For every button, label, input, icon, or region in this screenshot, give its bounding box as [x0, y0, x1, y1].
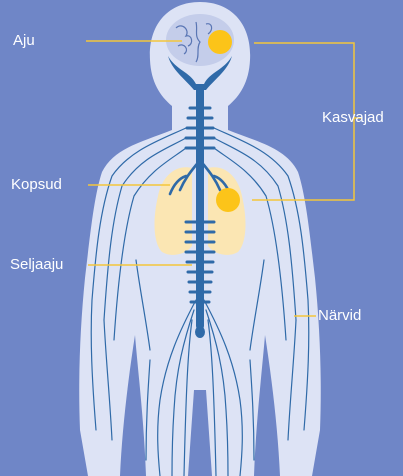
- label-tumors: Kasvajad: [322, 109, 384, 127]
- brain-tumor: [208, 30, 232, 54]
- label-nerves: Närvid: [318, 307, 361, 325]
- label-spine: Seljaaju: [10, 256, 63, 274]
- label-lungs: Kopsud: [11, 176, 62, 194]
- label-brain: Aju: [13, 32, 35, 50]
- spine-end: [195, 326, 205, 338]
- lung-tumor: [216, 188, 240, 212]
